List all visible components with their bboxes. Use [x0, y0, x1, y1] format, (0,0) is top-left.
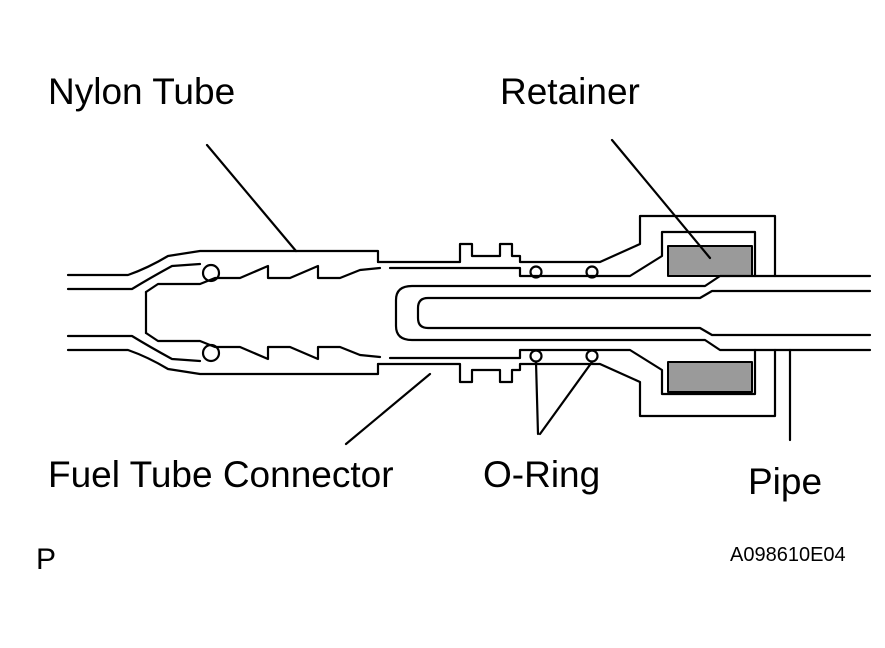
connector-bore-top: [388, 230, 757, 278]
o-ring-label: O-Ring: [483, 454, 601, 495]
connector-bore-bottom: [388, 348, 757, 396]
nylon-tube-leader: [205, 143, 298, 253]
nylon-tube-inner-top: [66, 262, 202, 291]
nylon-tube-top-wall: [66, 249, 380, 277]
retainer-leader: [610, 138, 712, 260]
figure-code: A098610E04: [730, 544, 846, 566]
connector-spigot-bottom: [144, 331, 382, 361]
o-ring-leader-left: [534, 360, 540, 436]
nylon-tube-label: Nylon Tube: [48, 71, 236, 112]
connector-o-ring-bottom-right: [585, 349, 599, 363]
connector-body-bottom: [376, 348, 777, 418]
fuel-tube-connector-leader: [344, 372, 432, 446]
pipe-inner-top: [416, 289, 872, 337]
spigot-o-ring-top: [201, 263, 221, 283]
fuel-tube-connector-label: Fuel Tube Connector: [48, 454, 394, 495]
connector-body-top: [376, 214, 777, 278]
connector-spigot-top: [144, 264, 382, 294]
nylon-tube-inner-bottom: [66, 334, 202, 363]
retainer-label: Retainer: [500, 71, 640, 112]
pipe-label: Pipe: [748, 461, 823, 502]
pipe-outer-top: [394, 274, 872, 352]
connector-o-ring-top-right: [585, 265, 599, 279]
o-ring-leader-right: [538, 360, 594, 436]
connector-o-ring-bottom-left: [529, 349, 543, 363]
retainer-top: [667, 245, 753, 277]
view-mark: P: [36, 543, 57, 576]
connector-o-ring-top-left: [529, 265, 543, 279]
nylon-tube-bottom-wall: [66, 348, 380, 376]
retainer-bottom: [667, 361, 753, 393]
spigot-o-ring-bottom: [201, 343, 221, 363]
